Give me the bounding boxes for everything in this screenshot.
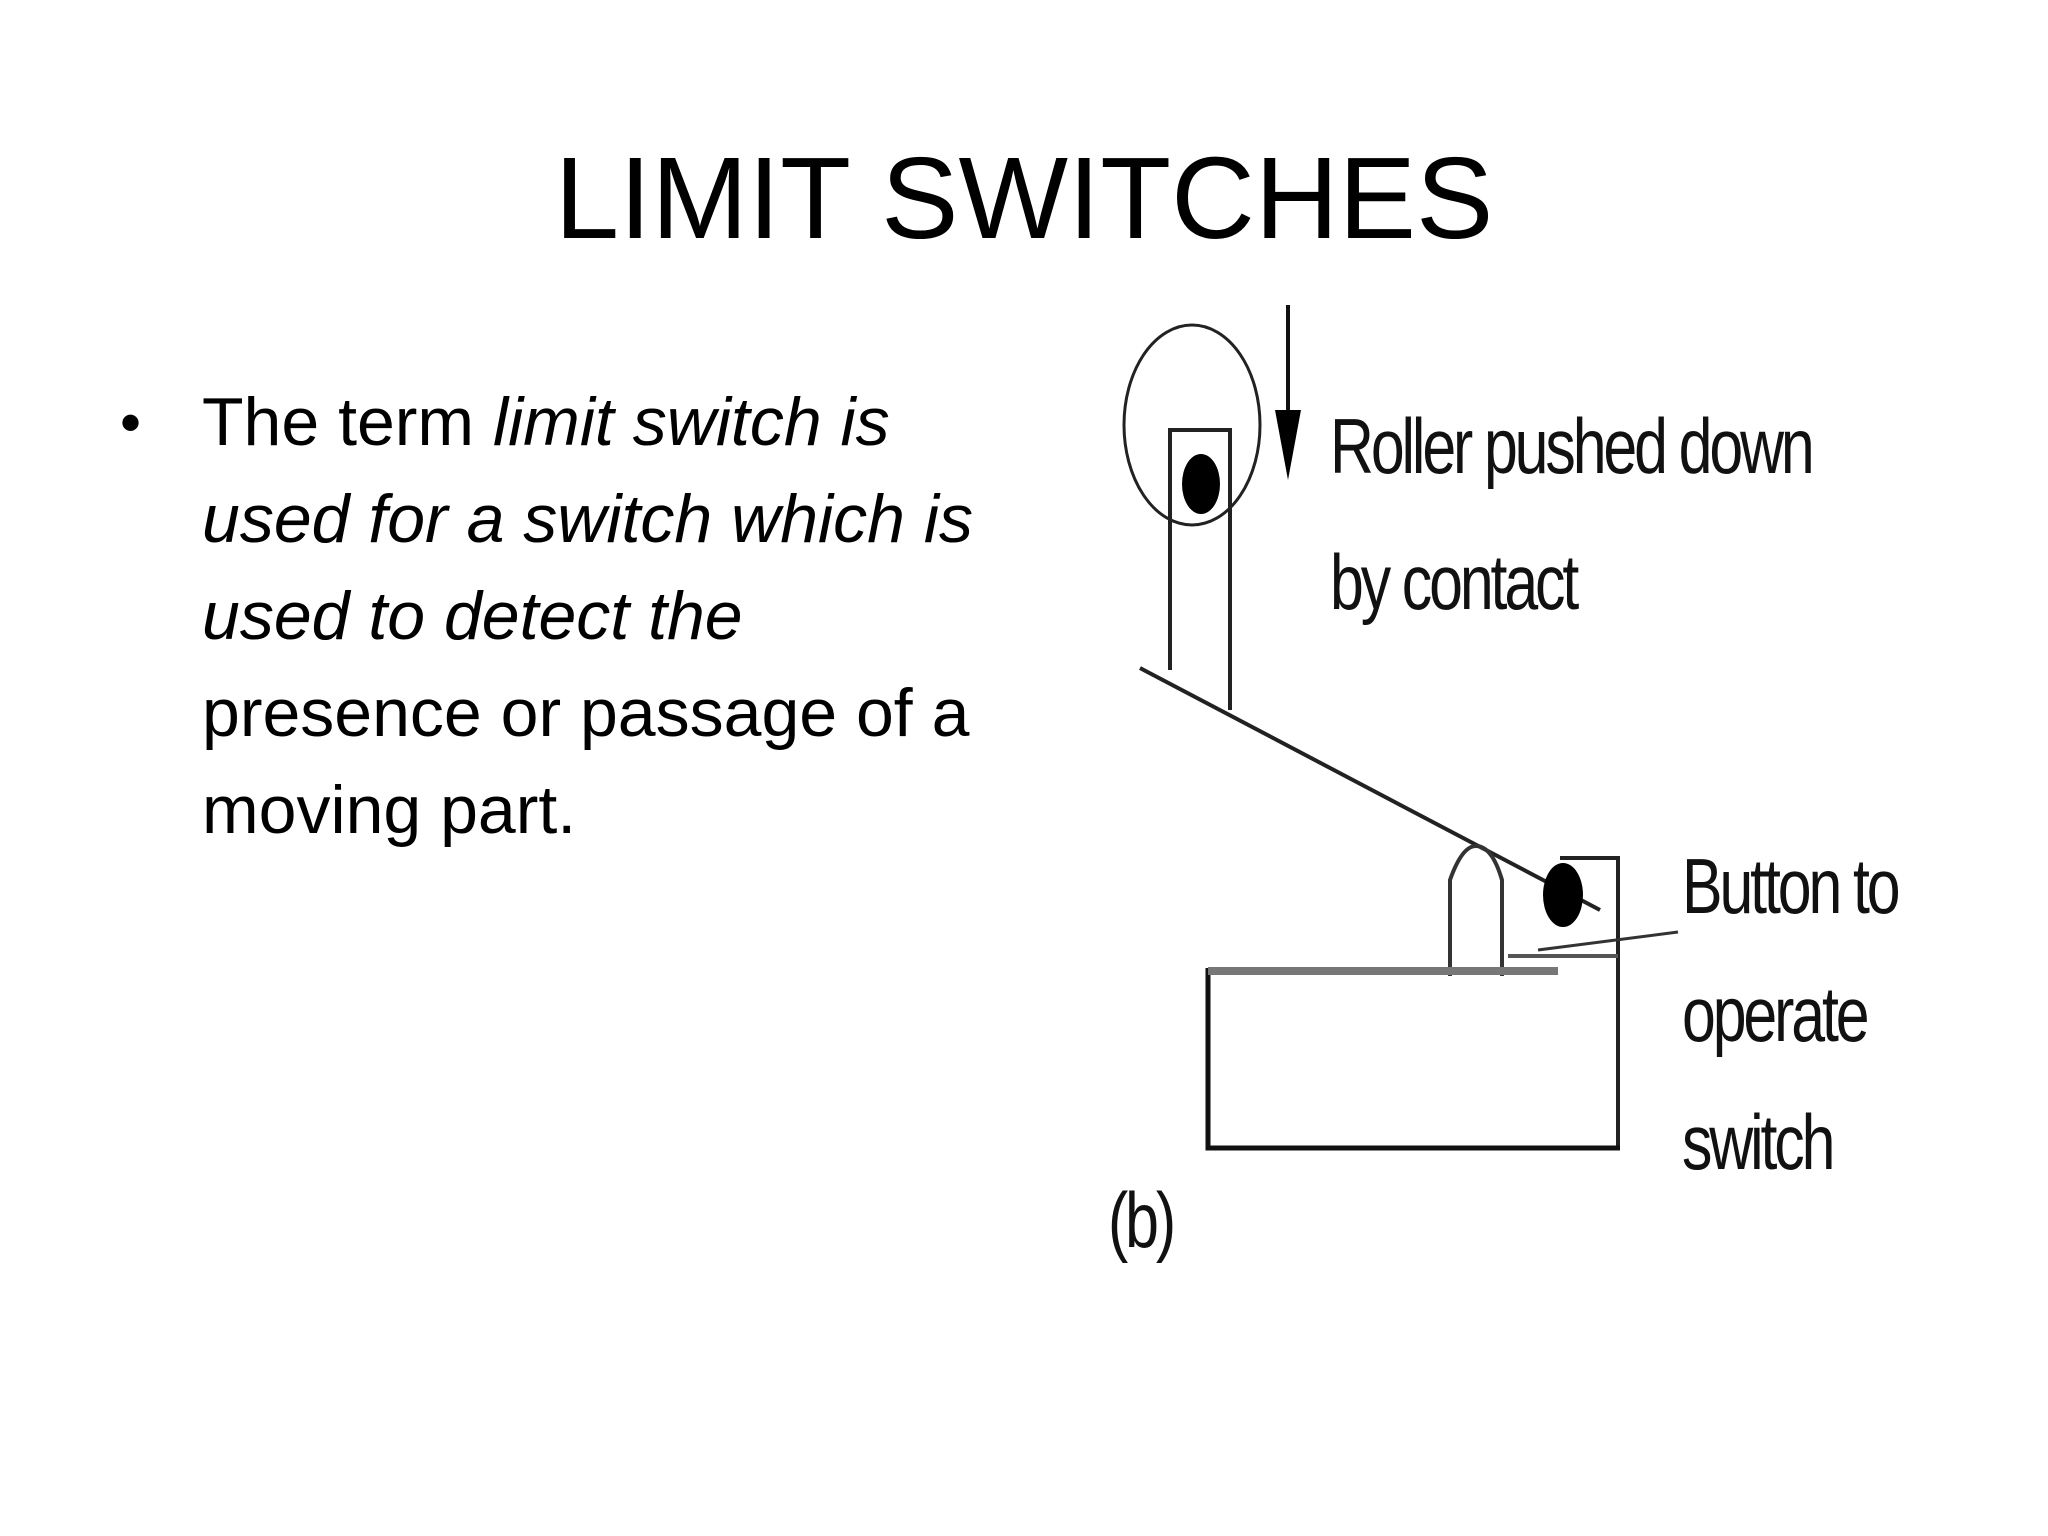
- switch-body: [1205, 968, 1620, 1151]
- limit-switch-drawing: [1122, 305, 1679, 1151]
- button-leader-line: [1537, 930, 1679, 952]
- roller-arm-post: [1168, 428, 1232, 710]
- lever-arm: [1139, 666, 1601, 912]
- roller-label-line2: by contact: [1330, 538, 1579, 626]
- bullet-marker: •: [120, 389, 142, 456]
- slide-title: LIMIT SWITCHES: [554, 133, 1494, 263]
- button-housing: [1560, 856, 1620, 1148]
- roller-label-line1: Roller pushed down: [1330, 402, 1815, 490]
- roller-highlight-circle: [1122, 323, 1262, 527]
- bullet-text-plain-start: The term: [202, 384, 493, 460]
- diagram-caption: (b): [1108, 1176, 1176, 1264]
- button-label-line2: operate: [1682, 970, 1870, 1058]
- limit-switch-diagram: Roller pushed down by contact Button to …: [1100, 300, 1920, 1320]
- bullet-text: The term limit switch is used for a swit…: [202, 374, 992, 859]
- switch-button-dome: [1448, 843, 1504, 976]
- button-label-line1: Button to: [1682, 842, 1901, 930]
- bullet-text-italic: limit switch is used for a switch which …: [202, 384, 973, 654]
- button-label-line3: switch: [1682, 1098, 1835, 1186]
- roller: [1182, 454, 1220, 514]
- bullet-text-plain-end: presence or passage of a moving part.: [202, 675, 970, 848]
- push-arrow-head: [1275, 410, 1301, 480]
- button-contact: [1543, 863, 1583, 927]
